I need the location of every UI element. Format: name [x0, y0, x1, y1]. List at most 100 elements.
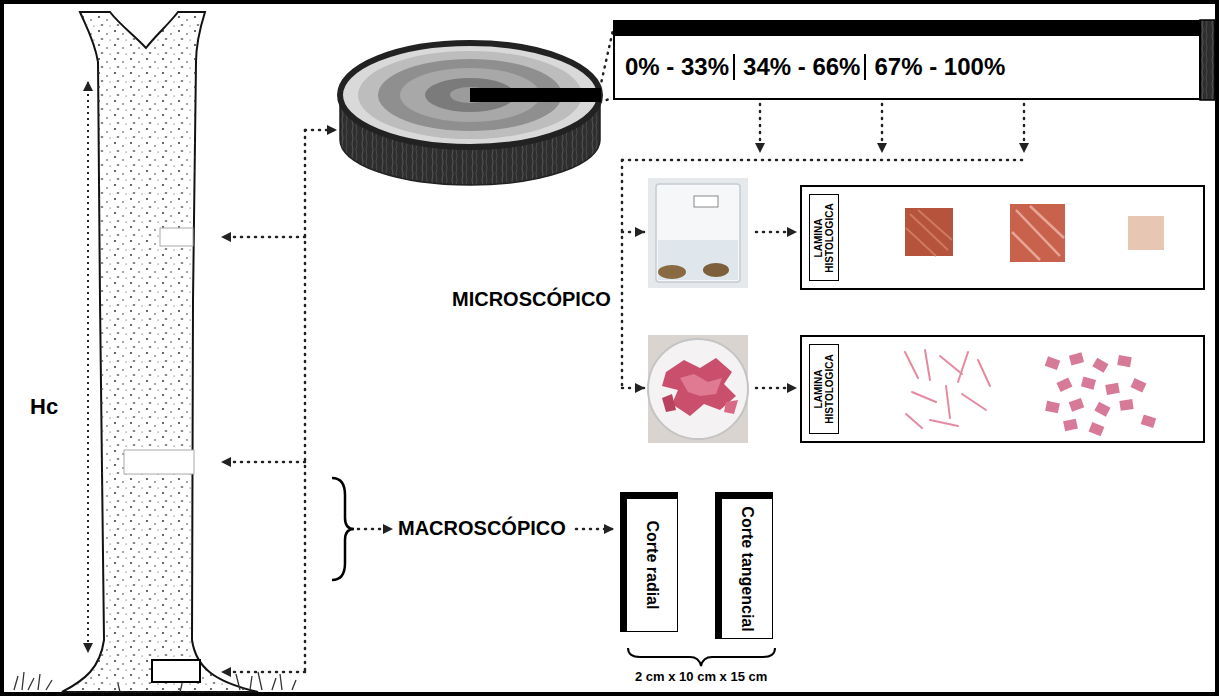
section-sample [1128, 216, 1164, 250]
section-grain [1012, 206, 1064, 260]
dotted-arrow [622, 387, 644, 390]
dotted-line [304, 130, 307, 672]
dotted-arrow [622, 231, 644, 234]
sample-band [160, 228, 193, 246]
strip-end [1200, 20, 1215, 100]
plastic-bag [656, 184, 740, 282]
macerated-wood [724, 400, 738, 414]
fiber [930, 420, 958, 426]
photo-ground [648, 335, 748, 443]
fiber [940, 356, 962, 374]
dotted-arrow [756, 387, 796, 390]
fiber [912, 392, 936, 402]
wood-piece [658, 265, 686, 279]
cube [1089, 422, 1105, 436]
macerated-wood [662, 394, 676, 412]
section-grain [906, 210, 952, 256]
dotted-arrow [222, 236, 305, 239]
slide-label: LAMINA HISTOLOGICA [813, 351, 835, 427]
fiber [925, 350, 930, 380]
fiber [978, 360, 990, 386]
dotted-arrow [222, 671, 305, 674]
method-label: MICROSCÓPICO [452, 288, 611, 311]
size-brace [628, 648, 775, 666]
cube [1105, 383, 1120, 395]
dotted-arrow [881, 104, 884, 152]
height-arrow [87, 82, 89, 652]
dotted-arrow [756, 231, 796, 234]
macerated-wood [662, 358, 736, 416]
cube [1119, 399, 1133, 411]
cube [1056, 378, 1072, 393]
cube [1045, 401, 1060, 413]
cut-label: Corte radial [643, 521, 661, 610]
fibers [905, 350, 990, 428]
cube [1069, 352, 1084, 365]
cube [1117, 355, 1132, 367]
wood-cubes [1045, 352, 1157, 436]
dotted-arrow [576, 528, 613, 531]
dotted-line [600, 30, 613, 88]
fiber [905, 352, 918, 378]
petri-dish [648, 339, 748, 439]
dotted-arrow [358, 528, 392, 531]
bag-tag [694, 196, 718, 207]
bag-photo [648, 178, 748, 288]
cube [1063, 419, 1078, 431]
dotted-leaders [222, 30, 1024, 672]
macerated-wood [680, 374, 722, 396]
cut-box: Corte tangencial [715, 492, 773, 639]
method-label: MACROSCÓPICO [398, 517, 566, 540]
range-label: 67% - 100% [874, 54, 1005, 80]
slide-samples [905, 204, 1164, 262]
fiber [962, 394, 986, 410]
trunk [62, 12, 258, 692]
cube [1069, 398, 1085, 412]
stem-disk [340, 43, 601, 185]
grass [14, 672, 296, 692]
fiber [958, 352, 968, 382]
wood-piece [703, 263, 729, 277]
sample-band [152, 660, 200, 682]
dotted-arrow [222, 461, 305, 464]
cut-box: Corte radial [620, 492, 678, 632]
sample-strip-box: 0% - 33% 34% - 66% 67% - 100% [613, 20, 1201, 100]
bark-texture [62, 12, 258, 692]
tree-drawing [14, 12, 296, 692]
slide-label: LAMINA HISTOLOGICA [813, 200, 835, 276]
section-sample [1010, 204, 1065, 262]
label-frame: LAMINA HISTOLOGICA [809, 194, 839, 281]
size-label: 2 cm x 10 cm x 15 cm [635, 670, 767, 685]
sample-band [124, 450, 194, 474]
cube [1130, 378, 1146, 393]
radial-strip [470, 88, 601, 102]
photo-ground [648, 178, 748, 288]
range-label: 0% - 33% [625, 54, 735, 80]
fiber [906, 414, 922, 428]
disk-face [340, 43, 600, 147]
dotted-arrow [305, 129, 336, 132]
cube [1094, 402, 1110, 417]
cut-label: Corte tangencial [738, 506, 756, 631]
cube [1045, 356, 1061, 370]
label-frame: LAMINA HISTOLOGICA [809, 344, 839, 434]
slide-box: LAMINA HISTOLOGICA [800, 335, 1205, 443]
dish-photo [648, 335, 748, 443]
dotted-arrow [759, 104, 762, 152]
curly-bracket [332, 478, 354, 580]
water [658, 240, 738, 280]
cube [1141, 414, 1156, 428]
height-label: Hc [30, 394, 58, 419]
dotted-line [622, 159, 1024, 162]
slide-box: LAMINA HISTOLOGICA [800, 185, 1205, 290]
dotted-line [621, 160, 624, 388]
section-sample [905, 208, 953, 256]
cube [1092, 358, 1108, 373]
cube [1081, 377, 1096, 390]
dotted-arrow [1023, 104, 1026, 152]
range-label: 34% - 66% [743, 54, 866, 80]
